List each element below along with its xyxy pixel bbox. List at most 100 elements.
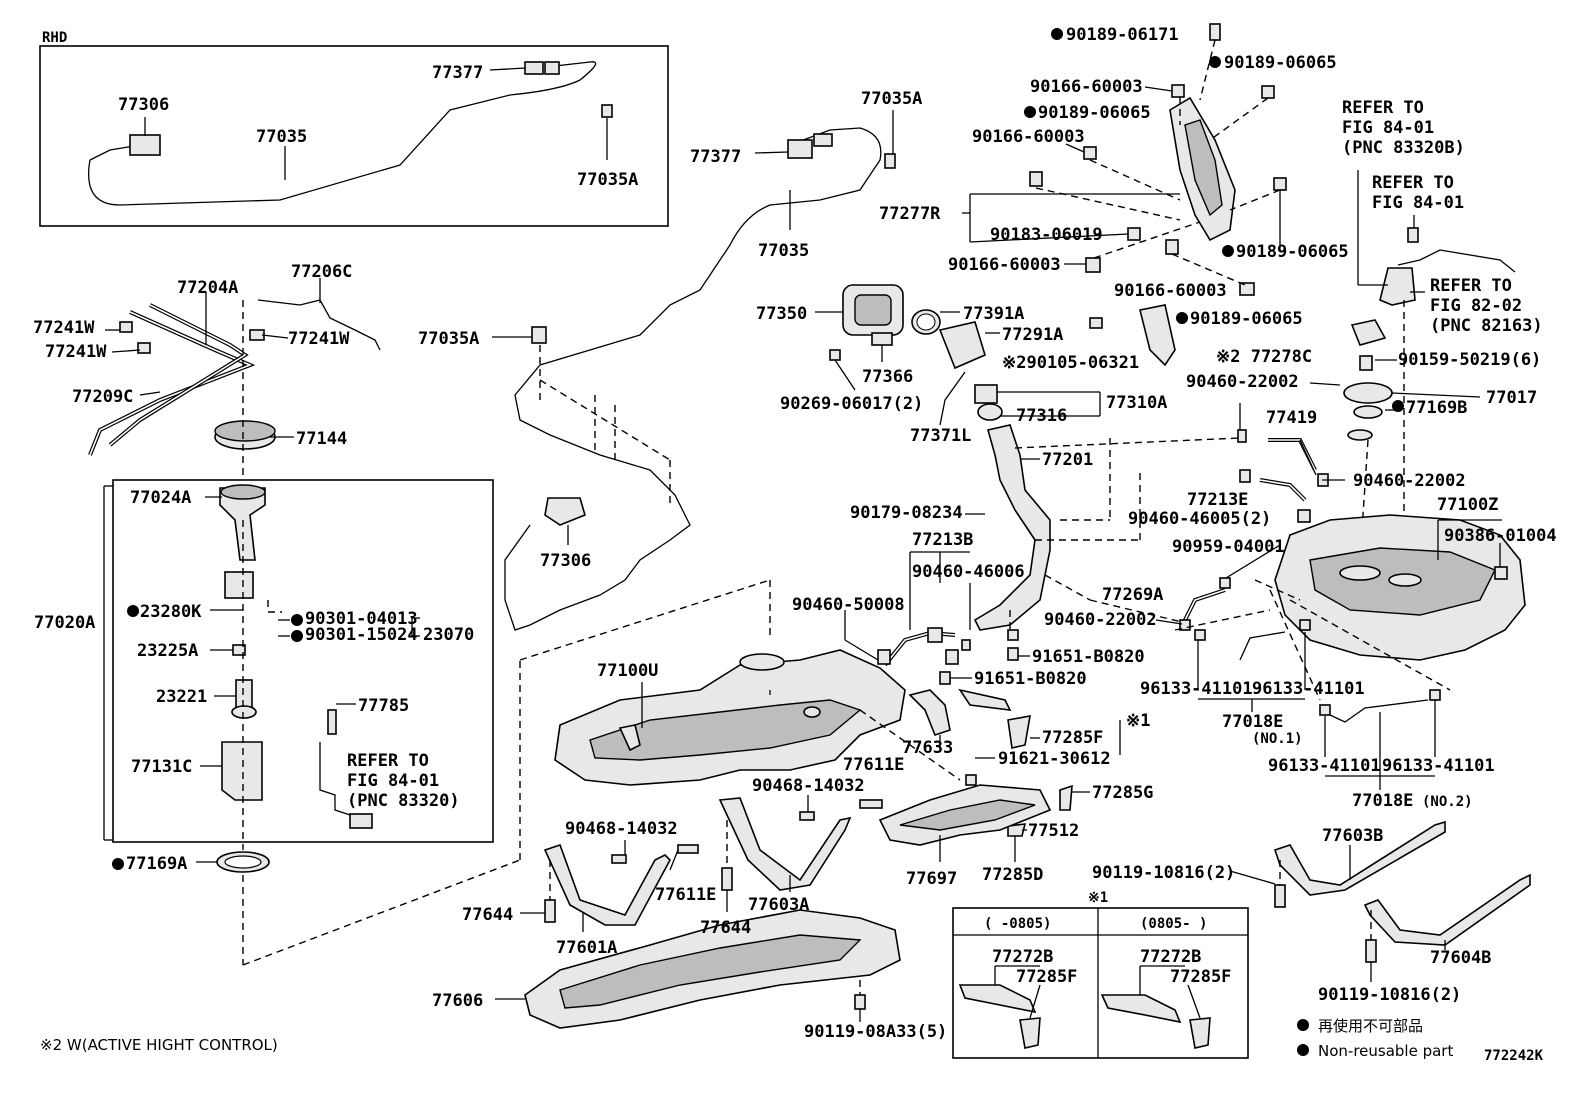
label-mark-1a: ※1 bbox=[1126, 711, 1150, 731]
label-77512: 77512 bbox=[1028, 821, 1079, 841]
non-reusable-marker bbox=[1051, 28, 1063, 40]
label-77603b: 77603B bbox=[1322, 826, 1383, 846]
figure-code: 772242K bbox=[1484, 1048, 1544, 1064]
rhd-inset-frame bbox=[39, 45, 669, 227]
label-90119-10816-b: 90119-10816(2) bbox=[1318, 985, 1461, 1005]
label-77213b: 77213B bbox=[912, 530, 973, 550]
label-no1: (NO.1) bbox=[1252, 731, 1303, 747]
label-fig-84-01-a: FIG 84-01 bbox=[347, 771, 439, 791]
label-23280k: 23280K bbox=[140, 602, 202, 622]
label-77201: 77201 bbox=[1042, 450, 1093, 470]
rhd-cable bbox=[88, 61, 597, 206]
label-77604b: 77604B bbox=[1430, 948, 1491, 968]
protector-group bbox=[962, 23, 1287, 296]
label-77020a: 77020A bbox=[34, 613, 95, 633]
label-77035a-rhd: 77035A bbox=[577, 170, 638, 190]
strap-77601a bbox=[543, 843, 671, 926]
label-23225a: 23225A bbox=[137, 641, 198, 661]
label-90301-15024: 90301-15024 bbox=[305, 625, 418, 645]
label-90119-08a33: 90119-08A33(5) bbox=[804, 1022, 947, 1042]
label-90119-10816-a: 90119-10816(2) bbox=[1092, 863, 1235, 883]
rhd-clip-77035a bbox=[601, 104, 613, 118]
label-77144: 77144 bbox=[296, 429, 347, 449]
variant-frame bbox=[952, 907, 1249, 1059]
label-77241w-3: 77241W bbox=[288, 329, 350, 349]
label-77100u: 77100U bbox=[597, 661, 658, 681]
label-77285d: 77285D bbox=[982, 865, 1043, 885]
clamp-77285g bbox=[1059, 784, 1073, 811]
label-77035a-top: 77035A bbox=[861, 89, 922, 109]
note-active-height-control: ※2 W(ACTIVE HIGHT CONTROL) bbox=[40, 1036, 278, 1054]
variant-box bbox=[952, 907, 1249, 1059]
label-fig-82-02: FIG 82-02 bbox=[1430, 296, 1522, 316]
label-77100z: 77100Z bbox=[1437, 495, 1498, 515]
label-77350: 77350 bbox=[756, 304, 807, 324]
pump-module-frame bbox=[112, 479, 494, 843]
label-77204a: 77204A bbox=[177, 278, 238, 298]
label-77644-a: 77644 bbox=[462, 905, 513, 925]
label-90189-06065-b: 90189-06065 bbox=[1038, 103, 1151, 123]
label-77035: 77035 bbox=[758, 241, 809, 261]
label-77601a: 77601A bbox=[556, 938, 617, 958]
label-77169a: 77169A bbox=[126, 854, 187, 874]
label-77018e-2: 77018E bbox=[1352, 791, 1413, 811]
label-90959-04001: 90959-04001 bbox=[1172, 537, 1285, 557]
label-90189-06171: 90189-06171 bbox=[1066, 25, 1179, 45]
tank-77100z-group bbox=[1155, 403, 1526, 790]
sensor-77306 bbox=[544, 497, 586, 526]
filler-pipe-77201 bbox=[973, 424, 1051, 631]
label-90166-60003-b: 90166-60003 bbox=[972, 127, 1085, 147]
bracket-77633 bbox=[908, 689, 951, 736]
label-90301-04013: 90301-04013 bbox=[305, 609, 418, 629]
label-pnc-83320: (PNC 83320) bbox=[347, 791, 460, 811]
label-mark-1b: ※1 bbox=[1088, 890, 1108, 906]
part-labels: RHD 77377 77306 77035 77035A 77035A 7737… bbox=[33, 25, 1557, 1064]
label-77272b-b: 77272B bbox=[1140, 947, 1201, 967]
label-77611e-a: 77611E bbox=[843, 755, 904, 775]
label-77371l: 77371L bbox=[910, 426, 971, 446]
legend-non-reusable: Non-reusable part bbox=[1318, 1042, 1453, 1060]
label-77241w-1: 77241W bbox=[33, 318, 95, 338]
label-77272b-a: 77272B bbox=[992, 947, 1053, 967]
cap-77291a bbox=[938, 321, 986, 370]
label-fig-84-01-c: FIG 84-01 bbox=[1372, 193, 1464, 213]
label-90189-06065-c: 90189-06065 bbox=[1236, 242, 1349, 262]
label-77291a: 77291A bbox=[1002, 325, 1063, 345]
label-range-a: ( -0805) bbox=[984, 916, 1051, 932]
label-77285g: 77285G bbox=[1092, 783, 1153, 803]
label-90460-46006: 90460-46006 bbox=[912, 562, 1025, 582]
label-77024a: 77024A bbox=[130, 488, 191, 508]
tank-77100u-group bbox=[554, 551, 1183, 862]
label-77633: 77633 bbox=[902, 738, 953, 758]
label-77241w-2: 77241W bbox=[45, 342, 107, 362]
cable-77035 bbox=[492, 110, 896, 631]
label-90460-22002-c: 90460-22002 bbox=[1044, 610, 1157, 630]
label-77785: 77785 bbox=[358, 696, 409, 716]
hinge-77366 bbox=[871, 332, 893, 346]
label-90468-14032-b: 90468-14032 bbox=[565, 819, 678, 839]
label-90166-60003-a: 90166-60003 bbox=[1030, 77, 1143, 97]
label-23070: 23070 bbox=[423, 625, 474, 645]
cap-77310a bbox=[974, 384, 998, 404]
bolt-77644-b bbox=[721, 867, 733, 891]
non-reusable-markers bbox=[112, 28, 1404, 1056]
label-77306-rhd: 77306 bbox=[118, 95, 169, 115]
connector-77377 bbox=[787, 139, 813, 159]
label-90189-06065-a: 90189-06065 bbox=[1224, 53, 1337, 73]
label-290105-06321: ※290105-06321 bbox=[1002, 353, 1139, 373]
clip-77035a bbox=[884, 153, 896, 169]
label-77035a-mid: 77035A bbox=[418, 329, 479, 349]
rhd-label: RHD bbox=[42, 30, 67, 46]
label-refer-to-3: REFER TO bbox=[1372, 173, 1454, 193]
label-90269-06017: 90269-06017(2) bbox=[780, 394, 923, 414]
label-77213e: 77213E bbox=[1187, 490, 1248, 510]
label-90166-60003-d: 90166-60003 bbox=[1114, 281, 1227, 301]
label-refer-to-1: REFER TO bbox=[347, 751, 429, 771]
legend-japanese: 再使用不可部品 bbox=[1318, 1017, 1423, 1035]
label-90460-46005: 90460-46005(2) bbox=[1128, 509, 1271, 529]
straps-group bbox=[520, 795, 1531, 1022]
label-77377: 77377 bbox=[690, 147, 741, 167]
label-77169b: 77169B bbox=[1406, 398, 1467, 418]
label-96133-c: 96133-41101 bbox=[1268, 756, 1381, 776]
